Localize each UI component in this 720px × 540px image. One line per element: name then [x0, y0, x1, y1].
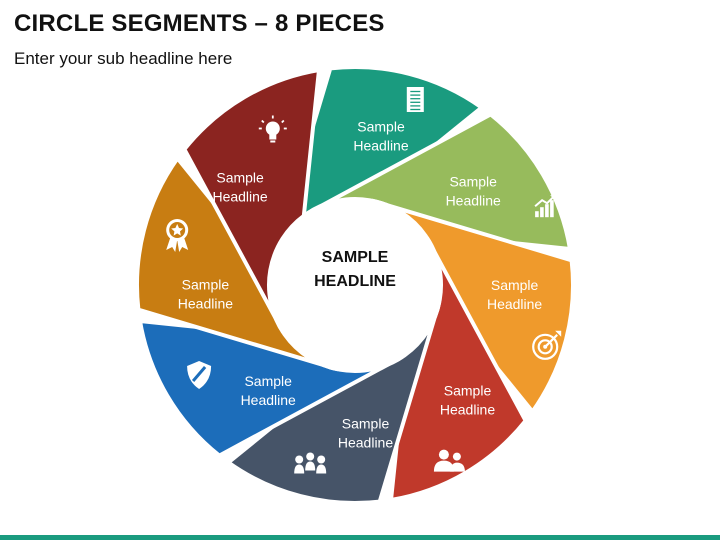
award-ribbon-icon — [166, 219, 189, 252]
segment-6-label-line-2: Headline — [241, 392, 296, 408]
center-headline-line-1: SAMPLE — [322, 249, 389, 266]
team-icon — [294, 452, 327, 474]
footer-accent-bar — [0, 535, 720, 540]
segment-2-label-line-2: Headline — [446, 193, 501, 209]
segment-5-label-line-1: Sample — [342, 416, 390, 432]
segment-7-label-line-2: Headline — [178, 296, 233, 312]
users-icon — [433, 449, 465, 472]
segment-1-label-line-2: Headline — [353, 137, 408, 153]
shield-icon — [187, 361, 212, 389]
segment-1-label-line-1: Sample — [357, 118, 405, 134]
segment-8-label-line-1: Sample — [216, 170, 264, 186]
segment-3-label-line-1: Sample — [491, 277, 539, 293]
segment-4-label-line-1: Sample — [444, 383, 492, 399]
slide-title: CIRCLE SEGMENTS – 8 PIECES — [14, 10, 385, 37]
segment-5-label-line-2: Headline — [338, 435, 393, 451]
growth-chart-icon — [534, 194, 556, 218]
segment-2-label-line-1: Sample — [449, 174, 497, 190]
lightbulb-icon — [258, 115, 287, 143]
slide-subtitle: Enter your sub headline here — [14, 49, 233, 68]
segment-8 — [182, 67, 322, 334]
target-icon — [532, 330, 562, 360]
segment-8-label-line-2: Headline — [212, 189, 267, 205]
segment-6-label-line-1: Sample — [244, 373, 292, 389]
segment-4-label-line-2: Headline — [440, 402, 495, 418]
segment-3-label-line-2: Headline — [487, 296, 542, 312]
center-headline-line-2: HEADLINE — [314, 273, 396, 290]
segment-7-label-line-1: Sample — [182, 277, 230, 293]
center-hub — [270, 200, 440, 370]
document-icon — [405, 86, 425, 113]
